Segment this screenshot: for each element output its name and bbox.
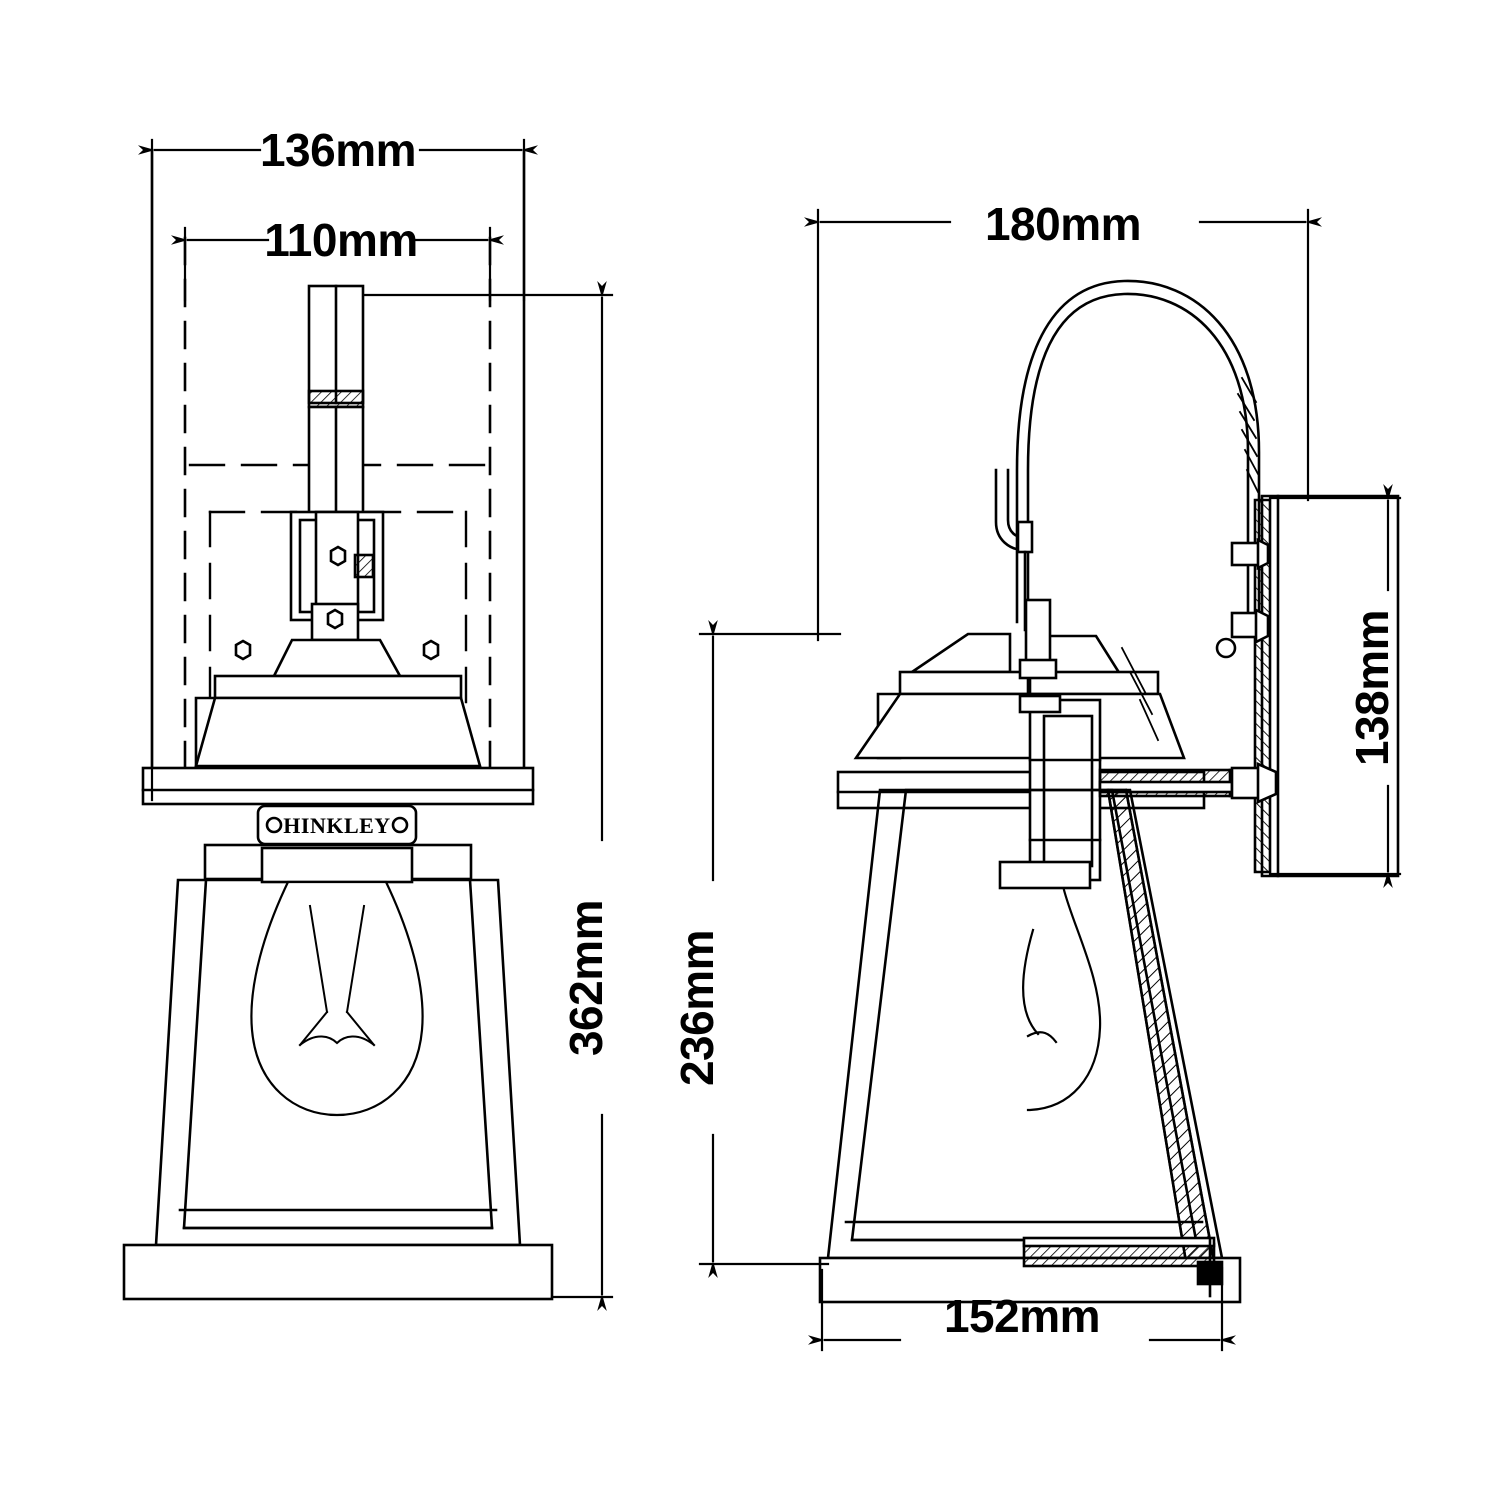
dimension-label-136mm: 136mm [260,124,416,176]
front-top-rail [141,766,535,806]
dimension-label-152mm: 152mm [944,1290,1100,1342]
side-canopy [853,632,1186,760]
dimension-label-110mm: 110mm [264,214,418,266]
dimension-138mm [1268,484,1402,888]
dimension-label-138mm: 138mm [1346,610,1398,766]
front-bulb [250,846,424,1117]
front-view-group [122,148,554,1301]
side-base-plate [818,1236,1242,1304]
brand-plate-label: HINKLEY [283,813,390,838]
dimension-152mm [808,1266,1236,1352]
dimension-236mm [698,620,842,1278]
brand-plate [256,804,418,846]
dimension-label-236mm: 236mm [671,930,723,1086]
dimension-label-180mm: 180mm [985,198,1141,250]
dimension-136mm [138,138,538,802]
side-view-group [818,279,1400,1304]
dimension-label-362mm: 362mm [560,900,612,1056]
dimension-362mm [362,281,614,1311]
front-knuckle [289,510,385,642]
front-inner-frame-hidden [183,236,492,792]
front-base-plate [122,1243,554,1301]
dimension-110mm [171,226,504,302]
front-canopy [194,638,482,768]
side-bulb [998,860,1102,1112]
side-hook-loop [994,279,1261,642]
dimension-180mm [804,208,1322,642]
side-wall-plate [1215,494,1400,878]
front-stem [307,284,365,521]
